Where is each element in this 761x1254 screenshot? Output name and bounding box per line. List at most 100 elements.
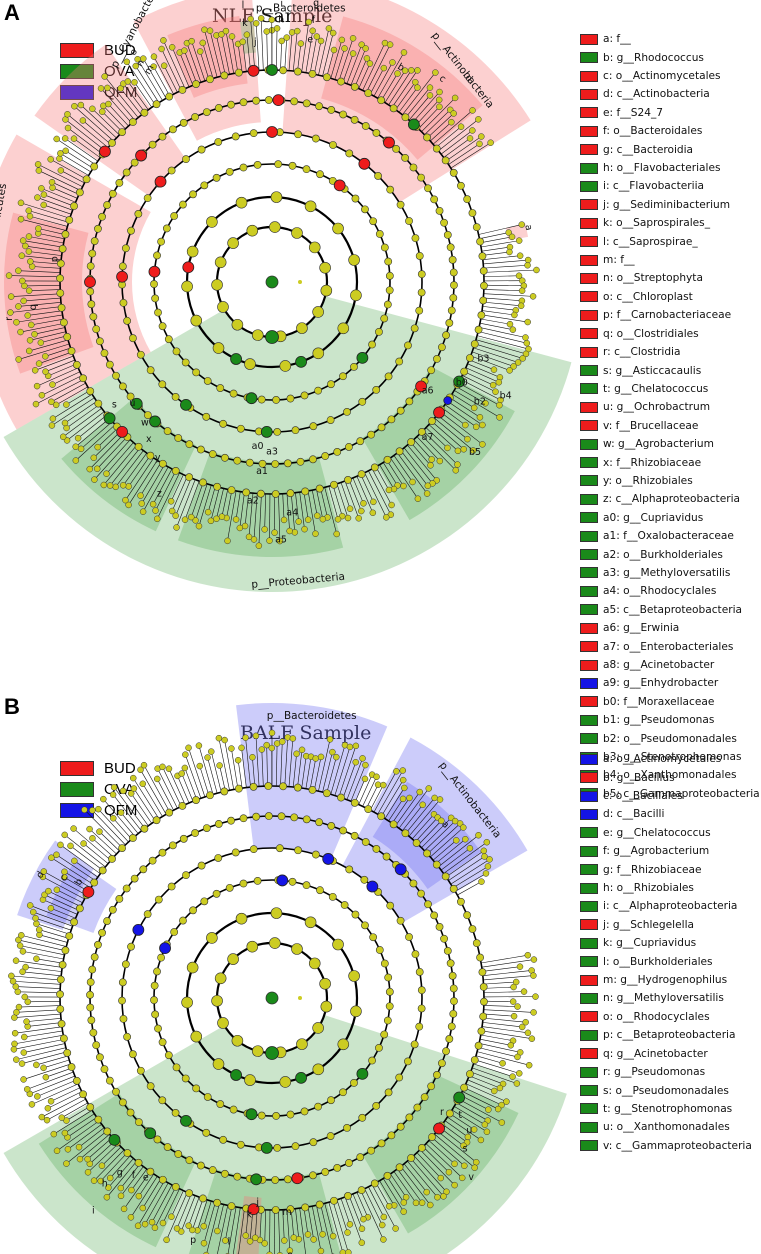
leaf-node (530, 956, 538, 963)
leaf-node (279, 738, 286, 745)
tree-node (339, 110, 348, 119)
taxon-legend-item: k: g__Cupriavidus (580, 934, 752, 952)
panel-label: A (4, 0, 20, 25)
tree-node (136, 1066, 145, 1075)
leaf-node (392, 1225, 399, 1232)
leaf-node (298, 746, 306, 754)
tree-node (279, 1076, 292, 1088)
tree-node (88, 965, 97, 974)
leaf-node (76, 1155, 84, 1163)
leaf-node (485, 1106, 492, 1113)
taxon-legend-item: j: g__Sediminibacterium (580, 196, 760, 214)
leaf-line (179, 52, 194, 86)
tree-node (382, 852, 391, 861)
taxon-swatch (580, 753, 598, 765)
taxon-label: n: g__Methyloversatilis (603, 992, 724, 1005)
leaf-node (63, 1160, 70, 1167)
leaf-line (144, 1182, 169, 1225)
leaf-line (411, 91, 440, 124)
tree-node (375, 230, 384, 238)
leaf-node (61, 419, 69, 427)
tree-node (82, 175, 91, 184)
leaf-node (423, 1188, 430, 1196)
tree-node (196, 1161, 205, 1170)
tree-node (123, 1032, 132, 1041)
taxon-tag: x (146, 434, 152, 445)
tree-node (57, 1019, 66, 1028)
taxon-swatch (580, 1048, 598, 1060)
leaf-line (286, 493, 290, 532)
leaf-node (31, 367, 39, 374)
taxon-tag: a3 (266, 447, 278, 458)
leaf-node (106, 1174, 114, 1182)
leaf-line (483, 991, 525, 993)
tree-node (294, 846, 302, 855)
leaf-line (388, 798, 404, 822)
leaf-line (231, 36, 239, 73)
biomarker-node (182, 261, 195, 274)
leaf-node (173, 524, 180, 531)
leaf-line (336, 483, 349, 519)
leaf-node (43, 1116, 51, 1124)
leaf-line (450, 859, 490, 885)
leaf-line (451, 393, 475, 409)
tree-node (168, 841, 177, 850)
leaf-line (51, 181, 80, 195)
leaf-node (95, 805, 102, 813)
tree-node (417, 889, 425, 898)
taxon-label: f: g__Agrobacterium (603, 845, 710, 858)
leaf-node (181, 764, 189, 772)
leaf-line (66, 1130, 108, 1164)
leaf-line (330, 39, 343, 79)
taxon-legend-item: v: c__Gammaproteobacteria (580, 1137, 752, 1155)
leaf-line (82, 120, 111, 145)
leaf-line (181, 773, 194, 802)
leaf-node (189, 1226, 196, 1234)
taxon-legend-item: t: g__Stenotrophomonas (580, 1100, 752, 1118)
leaf-node (346, 1221, 354, 1228)
leaf-node (23, 1086, 31, 1093)
leaf-node (352, 742, 360, 750)
clade-highlight (362, 1074, 519, 1234)
leaf-line (42, 899, 78, 915)
tree-node (196, 445, 205, 454)
leaf-line (309, 758, 317, 790)
taxon-swatch (580, 272, 598, 284)
tree-node (108, 189, 117, 198)
leaf-line (14, 1034, 64, 1045)
leaf-node (182, 751, 189, 758)
leaf-line (79, 1134, 110, 1160)
leaf-node (425, 785, 433, 792)
leaf-line (16, 1047, 66, 1060)
leaf-line (31, 318, 64, 326)
leaf-line (479, 327, 526, 338)
tree-node (415, 306, 424, 315)
leaf-node (84, 1169, 92, 1176)
tree-node (463, 911, 472, 920)
leaf-line (280, 741, 283, 787)
taxon-swatch (580, 328, 598, 340)
leaf-line (140, 769, 167, 815)
leaf-line (388, 70, 412, 106)
tree-node (405, 397, 414, 406)
leaf-line (477, 1051, 530, 1066)
leaf-node (499, 1060, 506, 1067)
leaf-line (320, 1204, 333, 1254)
leaf-line (162, 766, 182, 807)
leaf-node (152, 507, 159, 514)
leaf-line (66, 411, 105, 441)
tree-node (273, 428, 282, 436)
tree-node (87, 1016, 96, 1025)
leaf-line (20, 218, 67, 231)
leaf-node (124, 78, 132, 85)
taxon-tag: i (280, 0, 283, 10)
leaf-node (61, 1129, 69, 1137)
leaf-line (415, 99, 440, 127)
taxon-tag: l (228, 1237, 231, 1248)
leaf-node (138, 500, 146, 507)
leaf-node (496, 414, 503, 421)
tree-node (249, 782, 258, 791)
tree-node (314, 1102, 323, 1111)
tree-node (320, 284, 333, 297)
leaf-line (381, 73, 398, 101)
